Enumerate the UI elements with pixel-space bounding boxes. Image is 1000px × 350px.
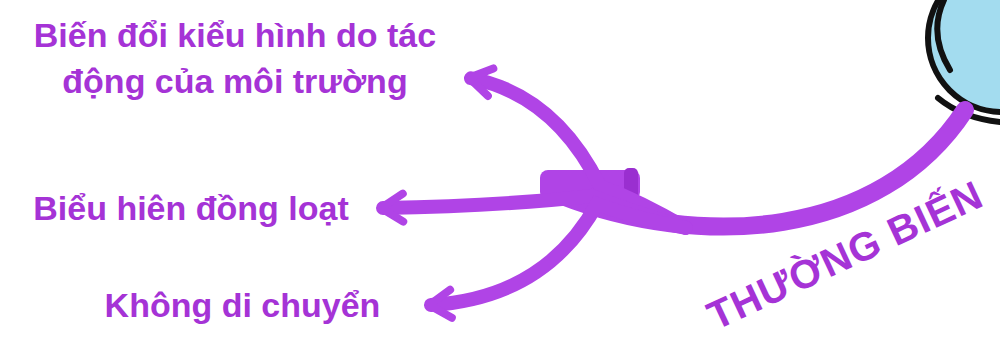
branch-label: Không di chuyển [60, 282, 425, 328]
branch-label: Biểu hiên đồng loạt [5, 185, 377, 231]
branch-arrow [431, 204, 686, 305]
node-text: THƯỜNG BIẾN [686, 164, 1000, 345]
circle-outer-arc [937, 0, 950, 70]
branch-label: Biến đổi kiểu hình do tác động của môi t… [5, 12, 465, 104]
topic-label: THƯỜNG BIẾN [686, 164, 1000, 345]
node-text: Không di chuyển [60, 282, 425, 328]
node-text: Biểu hiên đồng loạt [5, 185, 377, 231]
node-text: Biến đổi kiểu hình do tác động của môi t… [5, 12, 465, 104]
